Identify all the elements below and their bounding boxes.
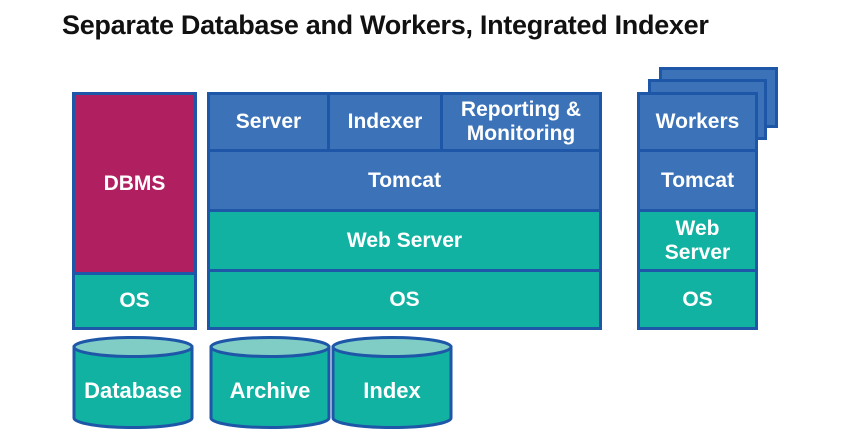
archive-label: Archive xyxy=(230,378,311,403)
web-server-box-middle: Web Server xyxy=(210,212,599,269)
reporting-monitoring-box: Reporting & Monitoring xyxy=(443,95,599,149)
database-cylinder: Database xyxy=(72,336,194,429)
server-label: Server xyxy=(235,110,302,134)
tomcat-box-right: Tomcat xyxy=(640,152,755,209)
tomcat-label-middle: Tomcat xyxy=(367,168,442,192)
index-cylinder: Index xyxy=(331,336,453,429)
workers-box: Workers xyxy=(640,95,755,149)
os-label-right: OS xyxy=(682,287,713,311)
archive-cylinder: Archive xyxy=(209,336,331,429)
index-cylinder-body xyxy=(331,345,453,429)
dbms-label: DBMS xyxy=(103,171,166,195)
application-layer-row: Server Indexer Reporting & Monitoring xyxy=(210,95,599,149)
os-box-left: OS xyxy=(75,275,194,327)
archive-cylinder-body xyxy=(209,345,331,429)
database-label: Database xyxy=(84,378,182,403)
database-cylinder-top xyxy=(72,336,194,358)
web-server-label-middle: Web Server xyxy=(346,228,463,252)
dbms-box: DBMS xyxy=(75,95,194,272)
tomcat-box-middle: Tomcat xyxy=(210,152,599,209)
tomcat-label-right: Tomcat xyxy=(660,168,735,192)
server-box: Server xyxy=(210,95,327,149)
workers-label: Workers xyxy=(655,110,740,134)
archive-cylinder-top xyxy=(209,336,331,358)
server-host-stack: Server Indexer Reporting & Monitoring To… xyxy=(207,92,602,330)
web-server-box-right: Web Server xyxy=(640,212,755,269)
workers-host-stack: Workers Tomcat Web Server OS xyxy=(637,92,758,330)
os-box-right: OS xyxy=(640,272,755,327)
os-box-middle: OS xyxy=(210,272,599,327)
diagram-title: Separate Database and Workers, Integrate… xyxy=(62,10,709,40)
index-cylinder-top xyxy=(331,336,453,358)
reporting-monitoring-label: Reporting & Monitoring xyxy=(460,98,582,145)
database-cylinder-body xyxy=(72,345,194,429)
indexer-label: Indexer xyxy=(347,110,423,134)
os-label-middle: OS xyxy=(389,287,420,311)
indexer-box: Indexer xyxy=(330,95,440,149)
index-label: Index xyxy=(363,378,421,403)
os-label-left: OS xyxy=(119,289,150,313)
dbms-host-stack: DBMS OS xyxy=(72,92,197,330)
web-server-label-right: Web Server xyxy=(664,216,731,264)
